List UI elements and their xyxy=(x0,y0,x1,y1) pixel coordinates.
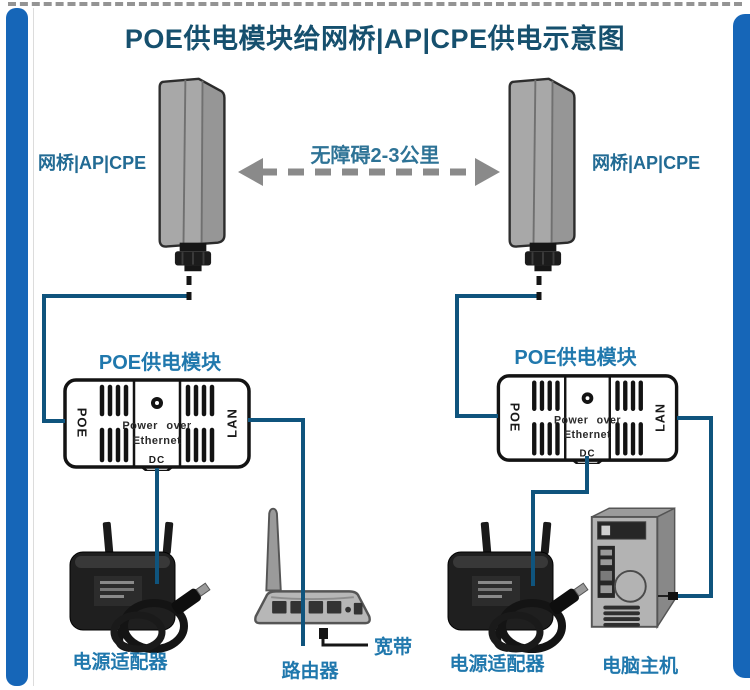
poe-module-title-right: POE供电模块 xyxy=(514,347,637,369)
cable-antenna-to-poe-right xyxy=(455,294,540,418)
dc-barrel-connector xyxy=(549,582,589,615)
broadband-pointer xyxy=(319,628,368,647)
antenna-connector xyxy=(524,242,562,272)
antenna-shading xyxy=(551,80,575,245)
computer-cable-plug xyxy=(658,592,678,600)
antenna-shading xyxy=(201,80,225,245)
computer-tower xyxy=(590,507,676,630)
wireless-link-arrow xyxy=(238,158,500,186)
antenna-label-left: 网桥|AP|CPE xyxy=(38,153,147,173)
front-fan-circle xyxy=(613,569,647,603)
router-device xyxy=(254,507,371,625)
antenna-connector xyxy=(174,242,212,272)
computer-label: 电脑主机 xyxy=(601,656,678,677)
left-frame-strip xyxy=(6,8,28,686)
antenna-label-right: 网桥|AP|CPE xyxy=(592,153,701,173)
lan-port-label: LAN xyxy=(653,403,667,432)
antenna-pigtails xyxy=(186,276,542,300)
left-fold-line xyxy=(33,8,34,686)
poe-module-fins xyxy=(99,384,215,463)
antenna-body xyxy=(158,77,226,248)
power-adapter-left xyxy=(69,521,211,653)
lan-port-label: LAN xyxy=(224,408,239,438)
poe-port-label: POE xyxy=(508,403,522,432)
dc-barrel-connector xyxy=(171,582,211,615)
antenna-body xyxy=(508,77,576,248)
poe-body-text-1: Power over xyxy=(122,420,192,432)
dc-port-tab xyxy=(572,459,603,464)
right-frame-strip xyxy=(733,14,750,678)
cable-lan-to-computer xyxy=(677,416,713,598)
power-adapter-right xyxy=(447,521,589,653)
poe-port-label: POE xyxy=(75,408,90,438)
page-title: POE供电模块给网桥|AP|CPE供电示意图 xyxy=(124,24,626,54)
poe-body-text-2: Ethernet xyxy=(564,429,611,441)
cable-lan-to-router xyxy=(248,418,305,646)
link-distance-label: 无障碍2-3公里 xyxy=(310,145,440,167)
router-label: 路由器 xyxy=(281,661,339,682)
plug-prongs xyxy=(102,521,174,555)
cable-dc-right xyxy=(531,456,589,586)
front-vents xyxy=(603,605,640,627)
network-cables xyxy=(42,294,713,646)
front-panel-slots xyxy=(597,545,615,598)
antenna-device-right xyxy=(508,77,576,272)
top-dashed-border xyxy=(8,2,742,6)
dc-port-label: DC xyxy=(149,455,165,466)
poe-module-fins xyxy=(532,380,643,456)
dc-port-tab xyxy=(141,466,173,471)
poe-body-text-1: Power over xyxy=(554,414,621,426)
poe-module-left: Power over Ethernet DC POE LAN xyxy=(63,378,251,471)
adapter-cable-coil xyxy=(488,599,566,653)
poe-module-right: Power over Ethernet DC POE LAN xyxy=(496,374,679,464)
router-antenna xyxy=(265,507,282,592)
cable-antenna-to-poe-left xyxy=(42,294,190,423)
adapter-label-right: 电源适配器 xyxy=(449,654,545,675)
adapter-label-left: 电源适配器 xyxy=(72,652,168,673)
poe-module-title-left: POE供电模块 xyxy=(98,352,222,374)
dc-port-label: DC xyxy=(580,448,596,459)
plug-prongs xyxy=(480,521,552,555)
poe-body-text-2: Ethernet xyxy=(133,435,182,447)
antenna-device-left xyxy=(158,77,226,272)
broadband-label: 宽带 xyxy=(374,637,413,658)
